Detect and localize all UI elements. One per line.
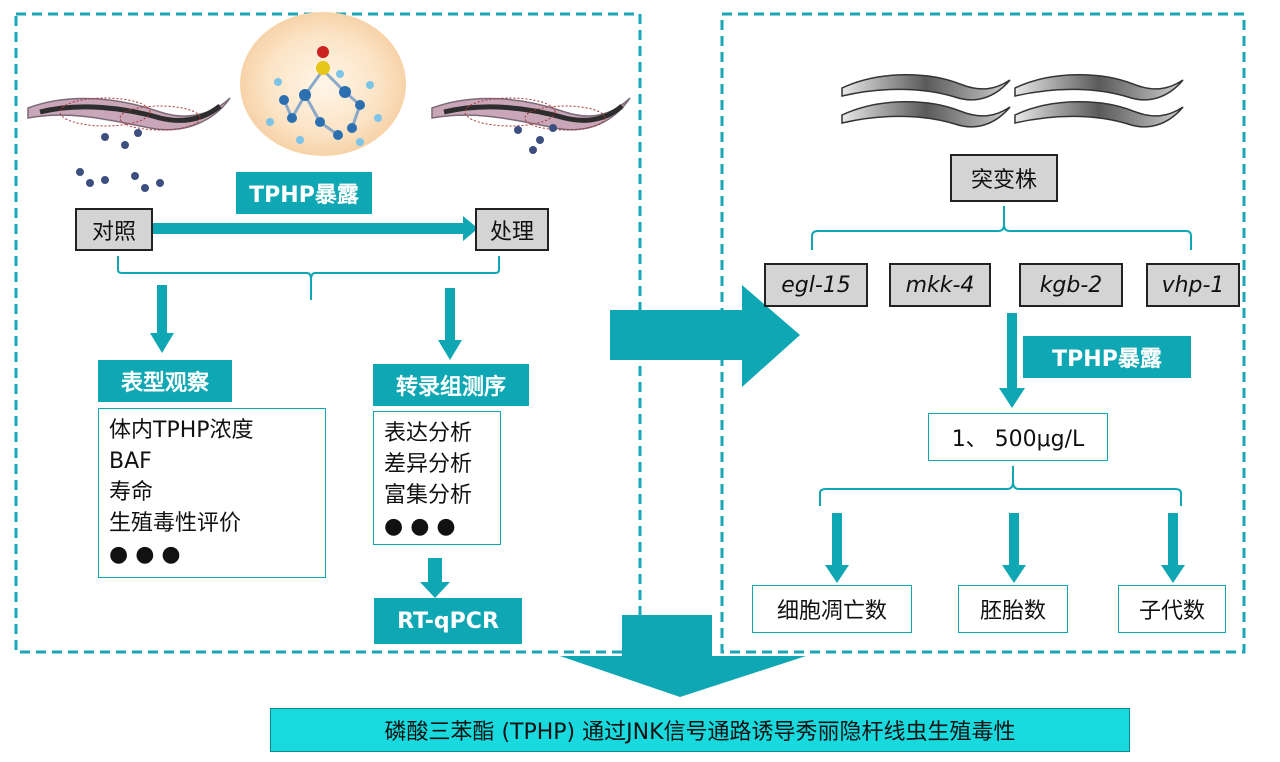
- mutant-vhp1: vhp-1: [1146, 263, 1240, 307]
- list-item: 表达分析: [384, 421, 473, 446]
- transcriptome-title: 转录组测序: [373, 364, 529, 406]
- list-item: 生殖毒性评价: [109, 511, 242, 536]
- conclusion-text: 磷酸三苯酯 (TPHP) 通过JNK信号通路诱导秀丽隐杆线虫生殖毒性: [384, 720, 1016, 745]
- treated-egg-dots: [514, 124, 557, 154]
- exposure-label-left: TPHP暴露: [236, 172, 372, 214]
- list-item: ● ● ●: [109, 542, 181, 567]
- offspring-box: 子代数: [1118, 585, 1226, 633]
- down-arrow-concentration: [999, 313, 1025, 408]
- big-right-arrow: [610, 285, 800, 387]
- list-item: ● ● ●: [384, 514, 456, 539]
- mutant-worms-image: [841, 74, 1184, 128]
- outcome-brace: [819, 466, 1182, 506]
- down-arrow-outcomes: [825, 513, 1185, 583]
- concentration-box: 1、 500μg/L: [928, 413, 1108, 461]
- conclusion-bar: 磷酸三苯酯 (TPHP) 通过JNK信号通路诱导秀丽隐杆线虫生殖毒性: [270, 708, 1130, 752]
- exposure-arrow: [153, 216, 478, 241]
- mutant-brace: [811, 206, 1192, 250]
- list-item: 寿命: [109, 480, 154, 505]
- treatment-box: 处理: [475, 208, 549, 251]
- down-arrow-phenotype: [150, 285, 174, 353]
- tphp-molecule-image: [240, 12, 406, 156]
- control-label: 对照: [91, 219, 136, 245]
- list-item: 富集分析: [384, 483, 473, 508]
- mutant-label: 突变株: [970, 168, 1037, 193]
- apoptosis-box: 细胞凋亡数: [752, 585, 912, 633]
- left-brace: [117, 256, 500, 300]
- right-panel-border: [720, 12, 1246, 654]
- list-item: 差异分析: [384, 452, 473, 477]
- mutant-box: 突变株: [950, 154, 1058, 202]
- down-arrow-transcriptome: [438, 288, 462, 360]
- treated-worm-image: [431, 97, 631, 131]
- transcriptome-list: 表达分析 差异分析 富集分析 ● ● ●: [373, 411, 501, 545]
- mutant-mkk4: mkk-4: [889, 263, 991, 307]
- bottom-down-arrow: [560, 615, 806, 697]
- mutant-egl15: egl-15: [764, 263, 868, 307]
- down-arrow-rtqpcr: [420, 558, 450, 598]
- egg-dots: [76, 129, 164, 192]
- list-item: 体内TPHP浓度: [109, 418, 254, 443]
- phenotype-title: 表型观察: [98, 360, 232, 402]
- control-worm-image: [27, 97, 231, 131]
- list-item: BAF: [109, 449, 152, 474]
- rtqpcr-label: RT-qPCR: [374, 598, 522, 644]
- embryo-box: 胚胎数: [958, 585, 1068, 633]
- exposure-label-right: TPHP暴露: [1023, 336, 1191, 378]
- treatment-label: 处理: [489, 219, 534, 245]
- control-box: 对照: [75, 208, 153, 251]
- phenotype-list: 体内TPHP浓度 BAF 寿命 生殖毒性评价 ● ● ●: [98, 408, 326, 578]
- mutant-kgb2: kgb-2: [1019, 263, 1123, 307]
